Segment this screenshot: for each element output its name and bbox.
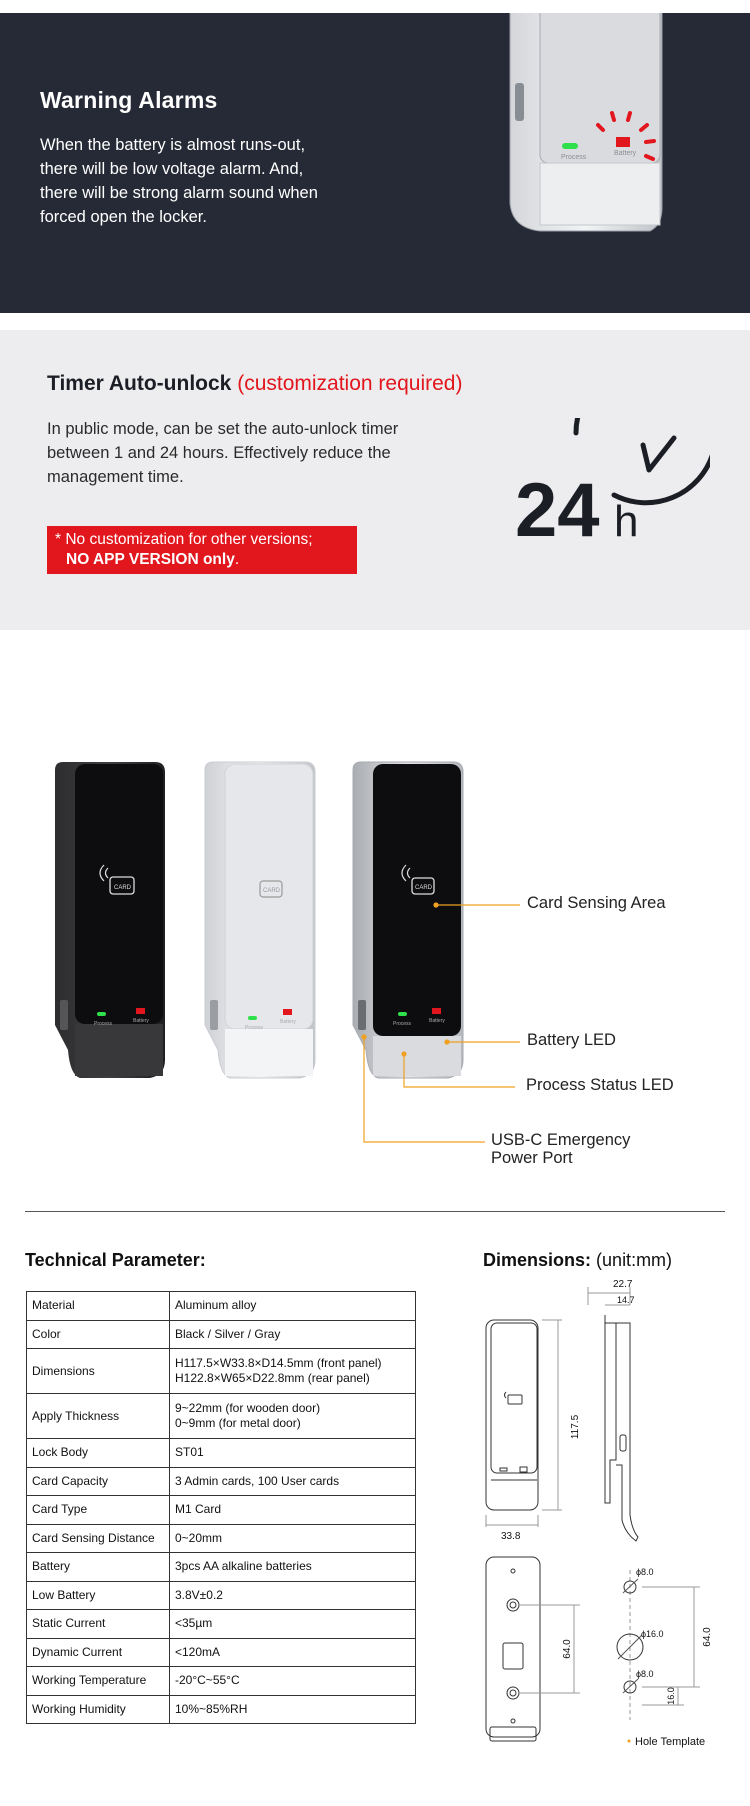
front-view-drawing [485,1319,562,1527]
callout-card-sensing-area: Card Sensing Area [527,894,666,912]
timer-icon-unit: h [614,497,638,546]
callout-battery-led: Battery LED [527,1031,616,1049]
hole-template-label: Hole Template [635,1736,705,1748]
alarm-signal-icon [596,111,656,161]
dim-hole-span: 64.0 [702,1627,713,1647]
dim-hole-small-2: ϕ8.0 [636,1669,654,1679]
callout-usb-c-port: USB-C Emergency Power Port [491,1131,631,1167]
svg-text:Battery: Battery [280,1019,296,1025]
rear-view-drawing [485,1556,580,1742]
note-line-1: * No customization for other versions; [55,531,313,548]
dimensions-unit: (unit:mm) [596,1250,673,1270]
dim-hole-bottom: 16.0 [666,1687,676,1705]
card-icon [109,876,135,895]
process-led-icon [562,143,578,149]
lock-device-alarm-illustration: Process Battery [509,13,663,232]
battery-led-icon [616,137,630,147]
svg-text:Process: Process [94,1021,113,1027]
svg-text:Battery: Battery [133,1018,149,1024]
dim-hole-small-1: ϕ8.0 [636,1567,654,1577]
dim-depth-front: 14.7 [617,1295,635,1305]
dim-height: 117.5 [570,1414,581,1439]
svg-text:Process: Process [393,1021,412,1027]
timer-description: In public mode, can be set the auto-unlo… [47,420,399,486]
process-led-label: Process [561,154,587,161]
table-row: Dynamic Current<120mA [26,1637,416,1667]
product-variants-showcase: CARD Process Battery CARD Process Batter… [0,750,750,1180]
product-illustrations: CARD Process Battery CARD Process Batter… [55,761,520,1143]
dim-depth-rear: 22.7 [613,1279,633,1290]
warning-alarms-section: Warning Alarms When the battery is almos… [0,13,750,313]
side-view-drawing [587,1287,639,1542]
table-row: Working Temperature-20°C~55°C [26,1666,416,1696]
svg-text:CARD: CARD [415,885,433,891]
timer-title-note: (customization required) [237,372,463,395]
lock-silver-variant: CARD Process Battery [204,761,316,1079]
dimension-drawings: 33.8 117.5 22.7 14.7 64.0 [485,1279,713,1748]
alarm-title: Warning Alarms [40,87,218,113]
callout-lines [361,902,520,1143]
timer-title: Timer Auto-unlock (customization require… [47,372,462,396]
svg-text:Battery: Battery [429,1018,445,1024]
dim-hole-big: ϕ16.0 [641,1629,664,1639]
dimensions-title: Dimensions: (unit:mm) [483,1250,673,1270]
lock-black-variant: CARD Process Battery [55,762,165,1078]
lock-gray-variant: CARD Process Battery [352,761,464,1079]
technical-parameter-title: Technical Parameter: [25,1250,206,1270]
timer-icon-number: 24 [515,468,600,548]
note-bold: NO APP VERSION only [66,551,235,568]
section-divider [25,1211,725,1212]
note-end: . [234,551,240,568]
callout-process-status-led: Process Status LED [526,1076,674,1094]
timer-title-text: Timer Auto-unlock [47,372,232,395]
timer-24h-icon: 24 h [515,418,710,548]
customization-note: * No customization for other versions; N… [47,526,357,574]
dim-width: 33.8 [501,1531,521,1542]
table-row: Static Current<35µm [26,1609,416,1639]
battery-led-label: Battery [614,150,637,157]
timer-auto-unlock-section: Timer Auto-unlock (customization require… [0,330,750,630]
alarm-description: When the battery is almost runs-out, the… [40,136,318,226]
hole-template-drawing [616,1570,700,1720]
dim-rear-height: 64.0 [562,1639,573,1659]
svg-text:CARD: CARD [114,885,132,891]
svg-text:CARD: CARD [263,888,281,894]
svg-text:Process: Process [245,1025,264,1031]
